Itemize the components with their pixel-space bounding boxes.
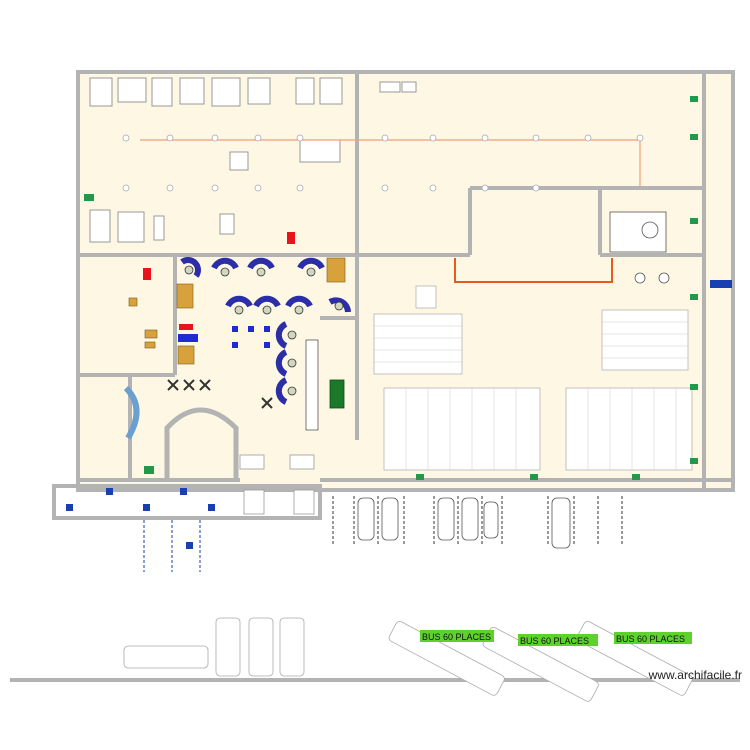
bus-label-1: BUS 60 PLACES [422,632,491,642]
ceiling-lights [122,134,644,192]
north-room-furniture [89,77,417,243]
car-icons [357,497,571,549]
bus-label-backgrounds [420,630,692,646]
walls [10,70,740,682]
bar-counter [305,339,345,431]
emergency-exit-icons [84,96,698,480]
wooden-furniture [128,257,346,365]
lounge-tables [184,265,344,396]
bus-label-3: BUS 60 PLACES [616,634,685,644]
reception-desk [123,385,140,440]
cross-chairs [167,379,273,409]
parking-lines [332,496,623,546]
red-markers [143,232,295,330]
lounge-sofas [180,257,351,405]
watermark: www.archifacile.fr [648,668,742,682]
central-seating [178,326,270,348]
disabled-parking [143,520,201,572]
wheelchair-icons [66,280,732,549]
meeting-room [609,211,670,284]
arch-corridor [164,407,239,480]
banquet-table-grid [374,321,688,470]
bus-icons [123,617,693,702]
bus-label-2: BUS 60 PLACES [520,636,589,646]
banquet-tables [373,285,693,471]
entrance-stairs [239,454,315,515]
